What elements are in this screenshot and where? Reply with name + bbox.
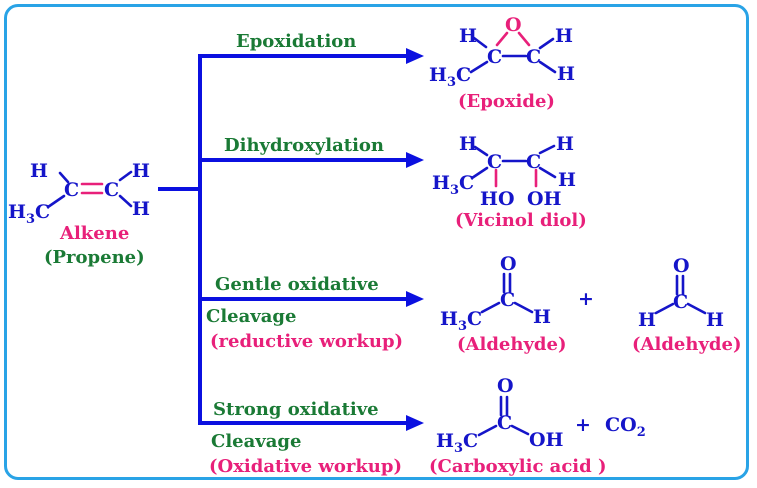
methyl-group: H3C bbox=[8, 201, 50, 227]
atom-c: C bbox=[104, 179, 119, 201]
product-name: (Aldehyde) bbox=[632, 334, 741, 355]
atom-h: H bbox=[556, 133, 574, 155]
hydroxyl-group: OH bbox=[529, 429, 564, 451]
reaction-label-gentle: Gentle oxidative bbox=[215, 274, 379, 295]
reaction-label-dihydroxylation: Dihydroxylation bbox=[224, 135, 384, 156]
plus-sign: + bbox=[578, 288, 594, 310]
atom-h: H bbox=[557, 63, 575, 85]
atom-h: H bbox=[459, 25, 477, 47]
reaction-label-strong: Strong oxidative bbox=[213, 399, 379, 420]
carbon-dioxide: CO2 bbox=[605, 414, 646, 440]
atom-o: O bbox=[505, 14, 522, 36]
atom-h: H bbox=[706, 309, 724, 331]
methyl-group: H3C bbox=[429, 64, 471, 90]
atom-h: H bbox=[132, 198, 150, 220]
atom-c: C bbox=[497, 412, 512, 434]
atom-c: C bbox=[526, 46, 541, 68]
arrow-head bbox=[406, 415, 424, 431]
product-name: (Carboxylic acid ) bbox=[429, 456, 607, 477]
acetaldehyde-structure: O C H H3C bbox=[440, 253, 551, 334]
methyl-group: H3C bbox=[440, 308, 482, 334]
methyl-group: H3C bbox=[432, 172, 474, 198]
propene-structure: H C C H H H3C bbox=[8, 160, 150, 227]
reaction-label-workup: (Oxidative workup) bbox=[209, 456, 402, 477]
product-name: (Vicinol diol) bbox=[455, 210, 587, 231]
diol-structure: H C C H H HO OH H3C bbox=[432, 133, 576, 210]
acetic-acid-structure: O C OH H3C bbox=[436, 375, 564, 456]
start-subname: (Propene) bbox=[44, 247, 145, 268]
reaction-label-workup: (reductive workup) bbox=[210, 331, 403, 352]
arrow-head bbox=[406, 48, 424, 64]
hydroxyl-group: HO bbox=[480, 188, 515, 210]
hydroxyl-group: OH bbox=[527, 188, 562, 210]
diagram-frame bbox=[4, 4, 749, 480]
atom-h: H bbox=[132, 160, 150, 182]
atom-c: C bbox=[487, 46, 502, 68]
product-name: (Aldehyde) bbox=[457, 334, 566, 355]
arrow-head bbox=[406, 152, 424, 168]
atom-h: H bbox=[558, 169, 576, 191]
atom-c: C bbox=[526, 151, 541, 173]
plus-sign: + bbox=[575, 414, 591, 436]
reaction-label-cleavage: Cleavage bbox=[211, 431, 301, 452]
start-name: Alkene bbox=[59, 223, 129, 244]
atom-o: O bbox=[500, 253, 517, 275]
reaction-label-cleavage: Cleavage bbox=[206, 306, 296, 327]
atom-c: C bbox=[64, 179, 79, 201]
product-name: (Epoxide) bbox=[458, 91, 555, 112]
reaction-label-epoxidation: Epoxidation bbox=[236, 31, 356, 52]
atom-h: H bbox=[533, 306, 551, 328]
branch-arrows bbox=[158, 48, 424, 431]
atom-h: H bbox=[30, 160, 48, 182]
atom-h: H bbox=[459, 133, 477, 155]
atom-o: O bbox=[497, 375, 514, 397]
atom-h: H bbox=[638, 309, 656, 331]
atom-c: C bbox=[500, 289, 515, 311]
atom-c: C bbox=[673, 291, 688, 313]
methyl-group: H3C bbox=[436, 430, 478, 456]
epoxide-structure: O H C C H H H3C bbox=[429, 14, 575, 90]
atom-h: H bbox=[555, 25, 573, 47]
formaldehyde-structure: O C H H bbox=[638, 255, 724, 331]
arrow-head bbox=[406, 291, 424, 307]
atom-o: O bbox=[673, 255, 690, 277]
atom-c: C bbox=[487, 151, 502, 173]
